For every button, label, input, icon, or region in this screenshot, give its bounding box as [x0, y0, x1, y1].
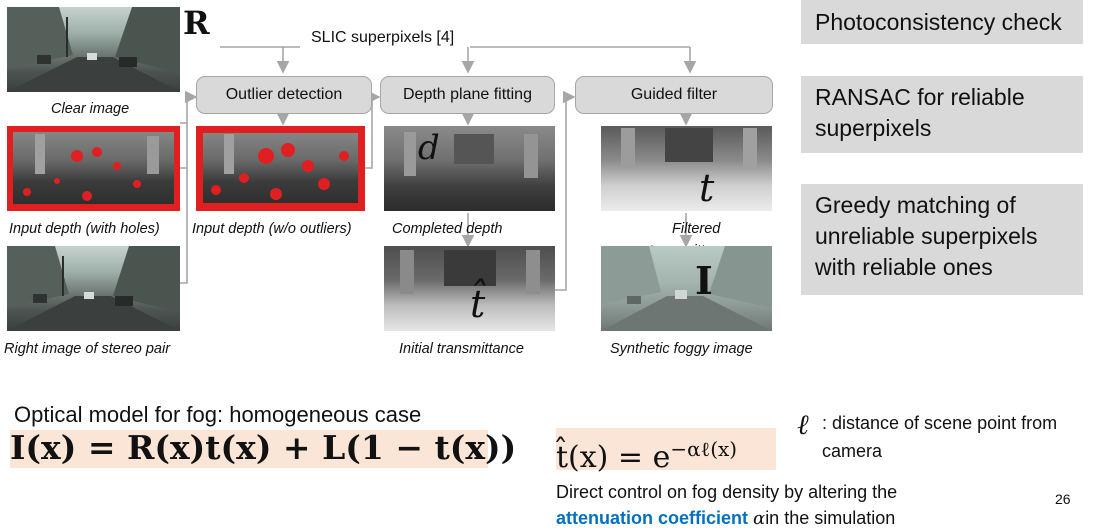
guided-filter-box: Guided filter	[575, 76, 773, 114]
step-photoconsistency: Photoconsistency check	[801, 0, 1083, 44]
caption-input-depth-no-outliers: Input depth (w/o outliers)	[192, 221, 352, 237]
caption-completed-depth: Completed depth	[392, 221, 503, 237]
attenuation-coefficient-term: attenuation coefficient	[556, 508, 749, 528]
alpha-symbol: α	[753, 508, 766, 529]
caption-clear-image: Clear image	[51, 101, 130, 117]
transmittance-formula: t̂(x) = e−αℓ(x)	[556, 428, 776, 475]
symbol-t: t	[699, 166, 715, 210]
outlier-detection-box: Outlier detection	[196, 76, 372, 114]
symbol-d: d	[418, 128, 440, 168]
caption-initial-transmittance: Initial transmittance	[399, 341, 524, 357]
depth-plane-fitting-box: Depth plane fitting	[380, 76, 555, 114]
foggy-street-photo	[601, 246, 772, 331]
clear-street-photo	[7, 7, 180, 92]
ell-description-line1: : distance of scene point from	[822, 413, 1058, 433]
input-depth-holes-map	[7, 126, 180, 211]
caption-filtered-1: Filtered	[672, 221, 721, 237]
symbol-i: I	[695, 258, 713, 303]
caption-right-image: Right image of stereo pair	[4, 341, 171, 357]
completed-depth-map	[384, 126, 555, 211]
input-depth-no-outliers-map	[196, 126, 365, 211]
control-line1: Direct control on fog density by alterin…	[556, 482, 898, 502]
control-line2: attenuation coefficient αin the simulati…	[556, 508, 895, 529]
control-rest: in the simulation	[765, 508, 896, 528]
fog-equation: I(x) = R(x)t(x) + L(1 − t(x))	[10, 428, 517, 468]
step-greedy-matching: Greedy matching of unreliable superpixel…	[801, 184, 1083, 295]
page-number: 26	[1055, 491, 1071, 507]
r-symbol: R	[183, 4, 210, 42]
slic-label: SLIC superpixels [4]	[308, 29, 458, 47]
transmittance-text: t̂(x) = e−αℓ(x)	[556, 437, 738, 475]
filtered-transmittance-map	[601, 126, 772, 211]
ell-description-line2: camera	[822, 441, 883, 461]
initial-transmittance-map	[384, 246, 555, 331]
step-ransac: RANSAC for reliable superpixels	[801, 76, 1083, 153]
transmittance-exponent: −αℓ(x)	[670, 437, 738, 461]
ell-symbol: ℓ	[797, 408, 809, 441]
optical-model-heading: Optical model for fog: homogeneous case	[14, 402, 422, 427]
right-stereo-photo	[7, 246, 180, 331]
symbol-t-hat: t̂	[470, 282, 486, 326]
caption-input-depth-holes: Input depth (with holes)	[9, 221, 160, 237]
caption-foggy-image: Synthetic foggy image	[610, 341, 753, 357]
